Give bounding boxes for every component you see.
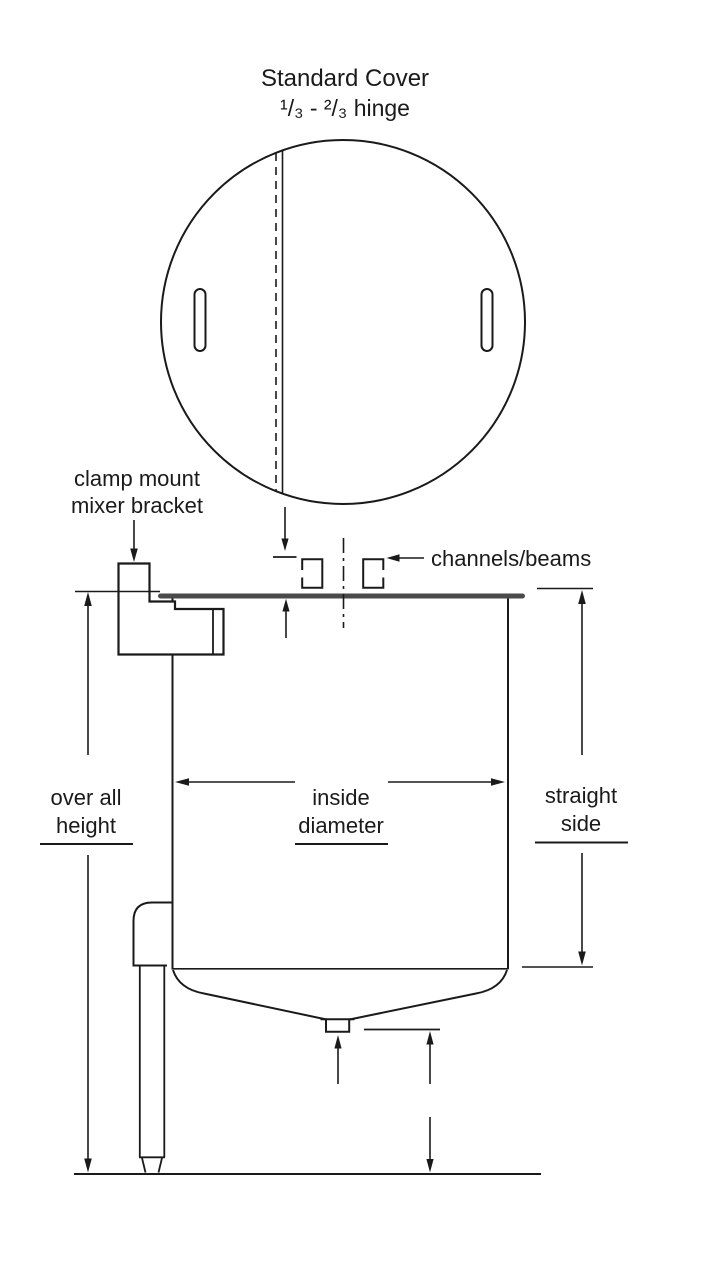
channels-beams-label: channels/beams (431, 546, 591, 571)
arrowhead-right-icon (491, 778, 505, 786)
callout-labels: clamp mount mixer bracket channels/beams… (40, 466, 628, 845)
inside-diameter-label-line2: diameter (298, 813, 384, 838)
overall-height-label-line1: over all (51, 785, 122, 810)
tank-side-view (74, 538, 541, 1175)
overall-height-label-line2: height (56, 813, 116, 838)
discharge-clearance-dimension (364, 1028, 440, 1173)
straight-side-dimension (522, 587, 593, 968)
mixer-bracket (117, 562, 225, 656)
arrowhead-down-icon (84, 1158, 92, 1173)
arrowhead-up-icon (334, 1035, 342, 1049)
drain-pipe-assembly (132, 901, 173, 1173)
cone-left-edge (172, 969, 327, 1021)
linework-root: Standard Cover ¹/₃ - ²/₃ hinge (40, 65, 628, 1175)
cover-channel-height-dimension (273, 507, 297, 638)
clamp-bracket-pointer-arrow (130, 520, 138, 562)
outlet-fitting (320, 1018, 355, 1033)
arrowhead-down-icon (578, 951, 586, 966)
arrowhead-up-icon (578, 590, 586, 604)
cover-outline-circle (160, 139, 526, 505)
arrowhead-up-icon (282, 598, 290, 612)
mixer-bracket-outline (117, 562, 225, 656)
arrowhead-up-icon (84, 592, 92, 606)
cover-subtitle-hinge: ¹/₃ - ²/₃ hinge (280, 95, 410, 121)
arrowhead-down-icon (281, 538, 289, 551)
right-channel-profile (362, 558, 385, 589)
inside-diameter-dimension (175, 778, 505, 786)
arrowhead-down-icon (426, 1159, 434, 1173)
right-hand-slot (480, 288, 494, 352)
inside-diameter-label-line1: inside (312, 785, 369, 810)
cone-right-edge (349, 969, 508, 1021)
arrowhead-left-icon (175, 778, 189, 786)
straight-side-label-line1: straight (545, 783, 617, 808)
outlet-height-arrow (334, 1035, 342, 1084)
drain-elbow-outline (132, 901, 173, 967)
left-channel-profile (301, 558, 324, 589)
arrowhead-down-icon (130, 548, 138, 562)
arrowhead-up-icon (426, 1031, 434, 1045)
clamp-mount-label-line2: mixer bracket (71, 493, 203, 518)
clamp-mount-label-line1: clamp mount (74, 466, 200, 491)
cover-title: Standard Cover (261, 65, 429, 92)
left-hand-slot (193, 288, 207, 352)
straight-side-label-line2: side (561, 811, 601, 836)
pipe-foot-right-taper (157, 1157, 163, 1173)
overall-height-dimension (75, 590, 160, 1173)
pipe-foot-left-taper (141, 1157, 147, 1173)
arrowhead-left-icon (386, 554, 400, 562)
channels-pointer-arrow (386, 554, 424, 562)
cover-top-view (160, 139, 526, 505)
